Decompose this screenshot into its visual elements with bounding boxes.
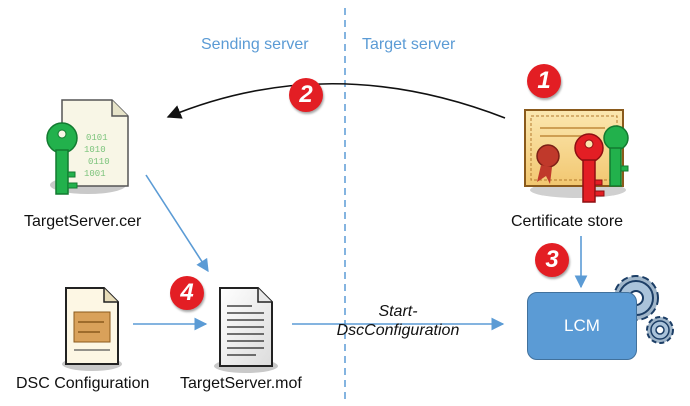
certificate-file-with-green-key-icon: 0101 1010 0110 1001 bbox=[46, 99, 129, 195]
edge-label-line1: Start- bbox=[378, 303, 418, 320]
start-dsc-configuration-label: Start- DscConfiguration bbox=[328, 302, 468, 340]
svg-text:1010: 1010 bbox=[84, 145, 106, 155]
dsc-configuration-label: DSC Configuration bbox=[16, 375, 150, 392]
arrow-export-certificate bbox=[166, 83, 506, 119]
step-badge-4: 4 bbox=[170, 276, 204, 310]
lcm-node: LCM bbox=[527, 292, 637, 360]
dsc-configuration-document-icon bbox=[62, 287, 122, 371]
sending-server-heading: Sending server bbox=[201, 36, 309, 53]
lcm-label: LCM bbox=[564, 316, 600, 335]
arrow-cer-to-mof bbox=[145, 174, 209, 273]
mof-document-icon bbox=[214, 287, 278, 373]
target-server-heading: Target server bbox=[362, 36, 456, 53]
certificate-with-keys-icon bbox=[524, 109, 629, 203]
step-badge-1: 1 bbox=[527, 64, 561, 98]
step-badge-3: 3 bbox=[535, 243, 569, 277]
edge-label-line2: DscConfiguration bbox=[336, 322, 460, 339]
svg-text:0110: 0110 bbox=[88, 157, 110, 167]
mof-file-label: TargetServer.mof bbox=[180, 375, 302, 392]
cer-file-label: TargetServer.cer bbox=[24, 213, 142, 230]
certificate-store-label: Certificate store bbox=[511, 213, 624, 230]
svg-text:1001: 1001 bbox=[84, 169, 106, 179]
step-badge-2: 2 bbox=[289, 78, 323, 112]
svg-text:0101: 0101 bbox=[86, 133, 108, 143]
